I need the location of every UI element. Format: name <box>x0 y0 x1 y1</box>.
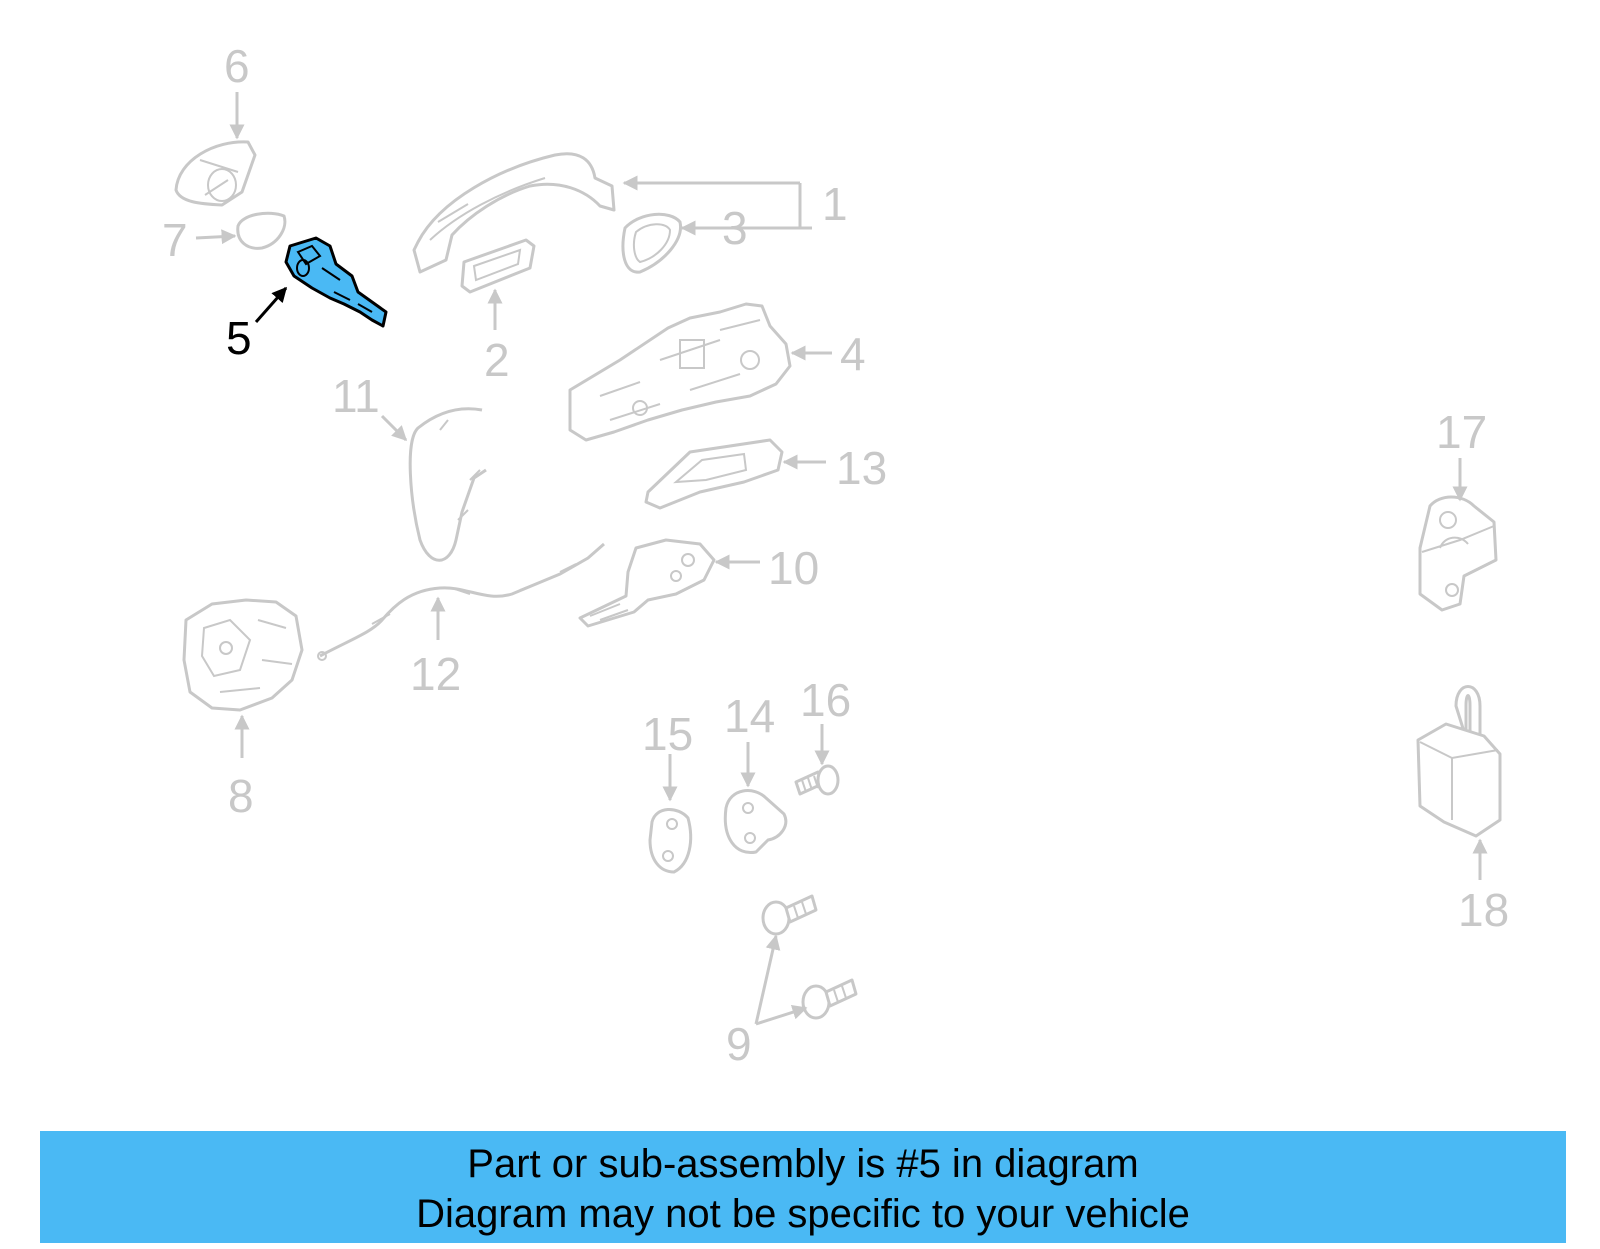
callout-3: 3 <box>722 202 748 254</box>
callout-10: 10 <box>768 542 819 594</box>
banner-line-disclaimer: Diagram may not be specific to your vehi… <box>416 1192 1190 1236</box>
parts-diagram: 1 2 3 4 5 6 7 8 9 10 11 12 13 14 15 16 1… <box>162 40 1509 1070</box>
part-11-cable[interactable] <box>408 407 487 562</box>
callout-8: 8 <box>228 770 254 822</box>
callout-7: 7 <box>162 214 188 266</box>
part-7-gasket[interactable] <box>236 211 287 250</box>
part-13-inner-handle[interactable] <box>644 438 784 510</box>
callout-14: 14 <box>724 690 775 742</box>
leader-9a <box>754 934 781 1025</box>
part-3-gasket[interactable] <box>621 212 682 274</box>
leader-5 <box>254 286 288 323</box>
part-4-handle-frame[interactable] <box>568 302 792 442</box>
part-14-striker-plate[interactable] <box>723 789 788 855</box>
callout-5-highlighted: 5 <box>226 312 252 364</box>
callout-18: 18 <box>1458 884 1509 936</box>
part-15-plate[interactable] <box>648 808 693 874</box>
callout-11: 11 <box>332 370 380 422</box>
callout-1: 1 <box>822 178 848 230</box>
part-1-outer-handle[interactable] <box>412 152 616 274</box>
part-17-striker[interactable] <box>1418 495 1498 612</box>
part-18-striker[interactable] <box>1416 685 1502 838</box>
callout-2: 2 <box>484 334 510 386</box>
info-banner: Part or sub-assembly is #5 in diagram Di… <box>40 1131 1566 1243</box>
callout-6: 6 <box>224 40 250 92</box>
part-16-bolt[interactable] <box>794 764 840 796</box>
part-8-latch[interactable] <box>182 598 304 712</box>
leader-9b <box>755 1004 808 1026</box>
callout-12: 12 <box>410 648 461 700</box>
part-2-bezel[interactable] <box>460 238 536 294</box>
part-12-cable[interactable] <box>317 542 605 661</box>
part-6-handle-cap[interactable] <box>174 140 257 207</box>
part-10-bracket[interactable] <box>578 538 716 628</box>
leader-7 <box>195 229 237 245</box>
leader-11 <box>380 414 408 442</box>
callout-16: 16 <box>800 674 851 726</box>
callout-4: 4 <box>840 328 866 380</box>
callout-9: 9 <box>726 1018 752 1070</box>
part-9-bolt-upper[interactable] <box>761 894 818 936</box>
callout-15: 15 <box>642 708 693 760</box>
banner-line-part-number: Part or sub-assembly is #5 in diagram <box>467 1142 1139 1186</box>
part-9-bolt-lower[interactable] <box>801 978 858 1020</box>
part-5-lock-cylinder-highlighted[interactable] <box>284 236 388 328</box>
callout-13: 13 <box>836 442 887 494</box>
callout-17: 17 <box>1436 406 1487 458</box>
